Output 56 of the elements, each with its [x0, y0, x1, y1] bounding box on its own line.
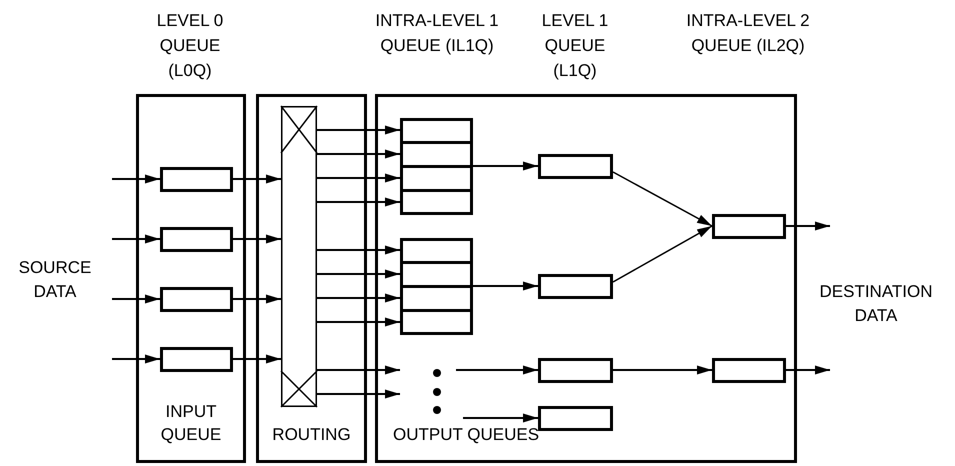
- arrow: [613, 366, 712, 374]
- arrow: [317, 150, 400, 158]
- arrow: [786, 366, 830, 374]
- queue-slot: [400, 262, 473, 287]
- queue-slot: [400, 286, 473, 311]
- queue-block: [538, 358, 613, 383]
- panel-title: ROUTING: [271, 424, 352, 446]
- column-heading: LEVEL 0 QUEUE (L0Q): [156, 10, 224, 82]
- arrow: [612, 225, 712, 283]
- queue-block: [712, 358, 786, 383]
- arrow: [317, 390, 400, 398]
- queue-slot: [400, 142, 473, 167]
- arrow: [317, 198, 400, 206]
- queue-block: [160, 227, 233, 252]
- arrow: [317, 174, 400, 182]
- queue-block: [712, 214, 786, 239]
- input-panel: [136, 94, 246, 463]
- arrow: [456, 366, 538, 374]
- arrow: [112, 354, 160, 364]
- arrow: [112, 294, 160, 304]
- arrow: [233, 174, 281, 184]
- arrow: [112, 234, 160, 244]
- routing-panel: [256, 94, 367, 463]
- arrow: [317, 270, 400, 278]
- queue-slot: [400, 166, 473, 191]
- queue-stack: [400, 238, 473, 335]
- queue-block: [538, 406, 613, 431]
- panel-title: OUTPUT QUEUES: [392, 424, 540, 446]
- arrow: [463, 414, 538, 422]
- queue-block: [538, 154, 613, 179]
- arrow: [317, 294, 400, 302]
- crossbar-switch: [281, 106, 317, 407]
- output-label: DESTINATION DATA: [818, 281, 934, 327]
- arrow: [317, 126, 400, 134]
- arrow: [473, 282, 538, 290]
- column-heading: LEVEL 1 QUEUE (L1Q): [540, 10, 610, 82]
- arrow: [317, 246, 400, 254]
- queue-block: [160, 287, 233, 312]
- arrow: [233, 234, 281, 244]
- queue-block: [160, 347, 233, 372]
- arrow: [112, 174, 160, 184]
- arrow: [317, 366, 400, 374]
- column-heading: INTRA-LEVEL 1 QUEUE (IL1Q): [374, 10, 500, 57]
- queue-stack: [400, 118, 473, 215]
- column-heading: INTRA-LEVEL 2 QUEUE (IL2Q): [685, 10, 811, 57]
- input-label: SOURCE DATA: [18, 257, 92, 303]
- queue-block: [538, 274, 613, 299]
- panel-title: INPUT QUEUE: [160, 401, 222, 446]
- arrow: [317, 318, 400, 326]
- arrow: [786, 222, 830, 230]
- arrow: [233, 354, 281, 364]
- arrow: [473, 162, 538, 170]
- arrow: [233, 294, 281, 304]
- output-panel: [375, 94, 797, 463]
- arrow: [612, 171, 712, 227]
- queue-block: [160, 167, 233, 192]
